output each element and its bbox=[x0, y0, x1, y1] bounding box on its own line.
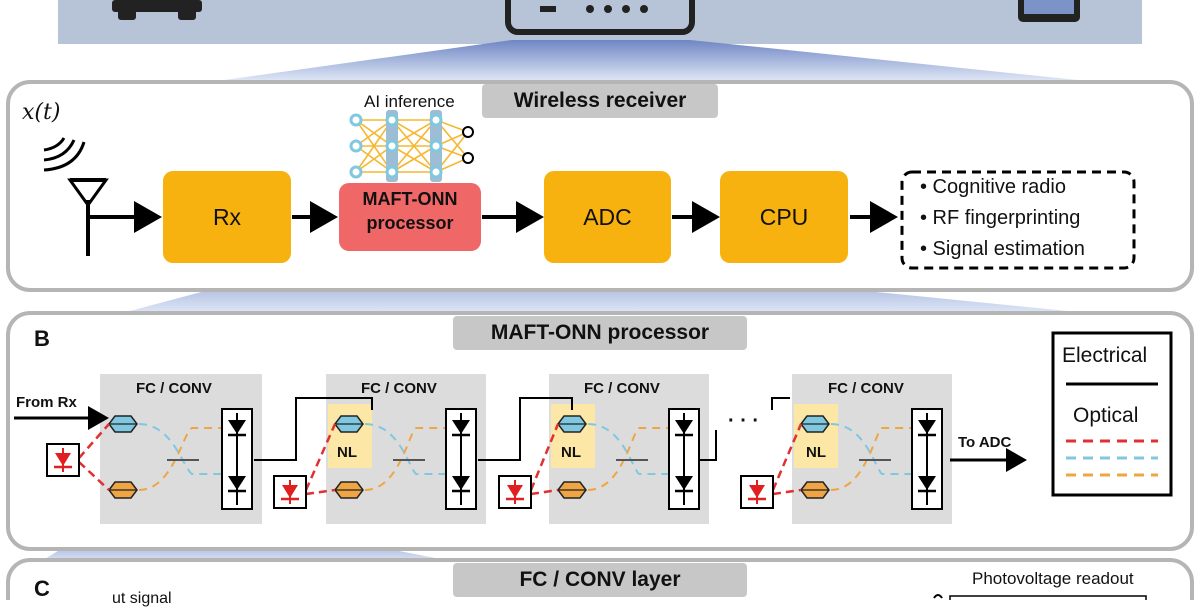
nl-label-2: NL bbox=[561, 444, 581, 461]
layer-label-3: FC / CONV bbox=[584, 380, 660, 397]
app-cognitive-radio: • Cognitive radio bbox=[920, 176, 1066, 198]
top-strip bbox=[58, 0, 1142, 44]
optical-orange-path-1 bbox=[138, 427, 222, 491]
modulator-blue-2 bbox=[334, 415, 364, 433]
modulator-blue-3 bbox=[557, 415, 587, 433]
laser-3 bbox=[498, 475, 532, 509]
neural-network-icon bbox=[349, 110, 474, 182]
modulator-orange-2 bbox=[334, 481, 364, 499]
input-signal-label: x(t) bbox=[22, 100, 61, 125]
modulator-orange-1 bbox=[108, 481, 138, 499]
laser-1 bbox=[46, 443, 80, 477]
panel-b-letter: B bbox=[34, 326, 50, 351]
nl-highlight-3 bbox=[551, 404, 595, 468]
legend-optical-label: Optical bbox=[1073, 404, 1139, 427]
electrical-link-1 bbox=[254, 397, 373, 461]
phone-icon bbox=[1018, 0, 1080, 22]
electrical-link-3 bbox=[700, 430, 717, 461]
modulator-blue-4 bbox=[800, 415, 830, 433]
layer-label-1: FC / CONV bbox=[136, 380, 212, 397]
optical-blue-path-3 bbox=[587, 423, 669, 475]
layer-chain bbox=[46, 374, 952, 524]
panel-c-letter: C bbox=[34, 576, 50, 601]
panel-a-title: Wireless receiver bbox=[482, 84, 718, 118]
layer-label-2: FC / CONV bbox=[361, 380, 437, 397]
panel-c-title: FC / CONV layer bbox=[453, 563, 747, 597]
nl-highlight-4 bbox=[794, 404, 838, 468]
photodetector-4 bbox=[911, 408, 943, 510]
panel-b-title: MAFT-ONN processor bbox=[453, 316, 747, 350]
modulator-orange-3 bbox=[557, 481, 587, 499]
optical-red-feed-top-3 bbox=[529, 423, 560, 491]
zoom-fan-top bbox=[224, 40, 1078, 80]
adc-block: ADC bbox=[544, 171, 671, 263]
maft-onn-line2: processor bbox=[366, 213, 454, 233]
optical-blue-path-2 bbox=[364, 423, 446, 475]
ai-inference-label: AI inference bbox=[364, 92, 455, 111]
antenna-icon bbox=[67, 178, 109, 256]
maft-onn-line1: MAFT-ONN bbox=[362, 189, 458, 209]
laser-4 bbox=[740, 475, 774, 509]
app-signal-estimation: • Signal estimation bbox=[920, 238, 1085, 260]
readout-icon bbox=[933, 594, 943, 599]
optical-red-feed-bottom-2 bbox=[305, 488, 336, 496]
car-icon bbox=[112, 0, 202, 20]
nl-label-1: NL bbox=[337, 444, 357, 461]
to-adc-label: To ADC bbox=[958, 434, 1012, 451]
cpu-block: CPU bbox=[720, 171, 848, 263]
legend-box bbox=[1051, 331, 1173, 497]
optical-red-feed-bottom-1 bbox=[78, 461, 110, 491]
optical-blue-path-1 bbox=[138, 423, 222, 475]
optical-red-feed-top-4 bbox=[771, 423, 803, 491]
optical-red-feed-bottom-3 bbox=[530, 488, 559, 496]
optical-blue-path-4 bbox=[830, 423, 912, 475]
nl-highlight-2 bbox=[328, 404, 372, 468]
from-rx-label: From Rx bbox=[16, 394, 77, 411]
modulator-blue-1 bbox=[108, 415, 138, 433]
layer-label-4: FC / CONV bbox=[828, 380, 904, 397]
optical-red-feed-bottom-4 bbox=[772, 488, 802, 496]
nl-label-3: NL bbox=[806, 444, 826, 461]
rx-block: Rx bbox=[163, 171, 291, 263]
photodetector-1 bbox=[221, 408, 253, 510]
legend-electrical-label: Electrical bbox=[1062, 344, 1148, 367]
modulator-orange-4 bbox=[800, 481, 830, 499]
photodetector-2 bbox=[445, 408, 477, 510]
optical-red-feed-top-1 bbox=[78, 423, 110, 459]
readout-box bbox=[949, 595, 1147, 600]
applications-box bbox=[900, 170, 1136, 270]
photodetector-3 bbox=[668, 408, 700, 510]
electrical-link-2 bbox=[478, 397, 573, 461]
panel-c-partial-text: ut signal bbox=[112, 590, 172, 607]
app-rf-fingerprinting: • RF fingerprinting bbox=[920, 207, 1081, 229]
photovoltage-readout-label: Photovoltage readout bbox=[972, 569, 1134, 588]
layer-ellipsis: · · · bbox=[728, 410, 760, 432]
laser-2 bbox=[273, 475, 307, 509]
maft-onn-block: MAFT-ONN processor bbox=[339, 183, 481, 251]
router-icon bbox=[505, 0, 695, 35]
radio-waves-icon bbox=[43, 137, 86, 172]
electrical-link-4 bbox=[771, 397, 790, 410]
